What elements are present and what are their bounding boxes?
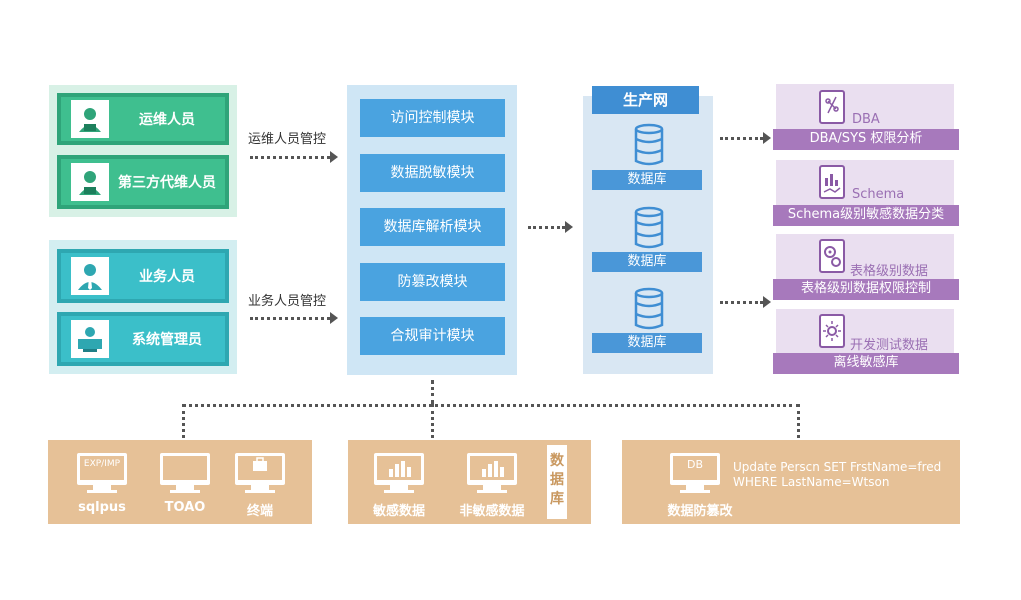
monitor-screen-text: EXP/IMP <box>83 459 121 469</box>
table-level-bar: 表格级别数据权限控制 <box>773 279 959 300</box>
module-access-control: 访问控制模块 <box>360 99 505 137</box>
module-tamper-proof: 防篡改模块 <box>360 263 505 301</box>
businessman-icon <box>71 257 109 295</box>
terminal-monitor-icon <box>233 451 287 499</box>
database-label: 数据库 <box>592 170 702 190</box>
database-icon <box>633 206 665 254</box>
database-tag-label: 数据库 <box>550 453 564 507</box>
non-sensitive-data-monitor-icon <box>465 451 519 499</box>
non-sensitive-data-label: 非敏感数据 <box>459 504 525 519</box>
prod-to-dba-line <box>720 137 763 140</box>
module-db-parsing: 数据库解析模块 <box>360 208 505 246</box>
database-label: 数据库 <box>592 333 702 353</box>
tablet-sun-icon <box>818 313 846 353</box>
schema-bar: Schema级别敏感数据分类 <box>773 205 959 226</box>
ops-arrow-line <box>250 156 330 159</box>
prod-to-offline-line <box>720 301 763 304</box>
modules-to-prod-line <box>528 226 565 229</box>
tablet-icon <box>818 89 846 129</box>
client-label: sqlpus <box>78 500 126 515</box>
third-party-ops-card: 第三方代维人员 <box>57 155 229 209</box>
table-level-card <box>776 234 954 280</box>
business-staff-label: 业务人员 <box>139 269 195 285</box>
dba-sub-label: DBA <box>852 112 880 127</box>
sys-admin-label: 系统管理员 <box>132 332 202 348</box>
business-staff-card: 业务人员 <box>57 249 229 303</box>
module-compliance-audit: 合规审计模块 <box>360 317 505 355</box>
dev-test-sub-label: 开发测试数据 <box>850 338 929 353</box>
client-label: 终端 <box>246 504 273 519</box>
module-data-masking: 数据脱敏模块 <box>360 154 505 192</box>
db-monitor-icon <box>668 451 722 499</box>
monitor-icon <box>75 451 129 499</box>
client-label: TOAO <box>164 500 206 515</box>
dba-card <box>776 84 954 130</box>
production-title: 生产网 <box>592 86 699 114</box>
bottom-connector-horizontal <box>182 404 800 407</box>
business-control-label: 业务人员管控 <box>248 294 327 309</box>
sensitive-data-label: 敏感数据 <box>372 504 425 519</box>
ops-staff-card: 运维人员 <box>57 93 229 145</box>
sql-line-1: Update Perscn SET FrstName=fred <box>733 460 942 474</box>
ops-arrow-head <box>330 151 338 163</box>
bottom-connector-right <box>797 404 800 438</box>
business-arrow-head <box>330 312 338 324</box>
ops-control-label: 运维人员管控 <box>248 132 327 147</box>
schema-card <box>776 160 954 206</box>
offline-sensitive-bar: 离线敏感库 <box>773 353 959 374</box>
business-arrow-line <box>250 317 330 320</box>
dba-bar: DBA/SYS 权限分析 <box>773 129 959 150</box>
bottom-connector-vertical <box>431 380 434 404</box>
sql-line-2: WHERE LastName=Wtson <box>733 475 890 489</box>
sensitive-data-monitor-icon <box>372 451 426 499</box>
database-icon <box>633 123 665 171</box>
prod-to-offline-head <box>763 296 771 308</box>
database-tag <box>547 445 567 519</box>
db-screen-text: DB <box>686 458 704 471</box>
sys-admin-card: 系统管理员 <box>57 312 229 366</box>
database-icon <box>633 287 665 335</box>
admin-icon <box>71 320 109 358</box>
table-level-sub-label: 表格级别数据 <box>850 264 929 279</box>
prod-to-dba-head <box>763 132 771 144</box>
database-label: 数据库 <box>592 252 702 272</box>
tablet-gear-icon <box>818 238 846 278</box>
bottom-connector-left <box>182 404 185 438</box>
monitor-icon <box>158 451 212 499</box>
user-icon <box>71 163 109 201</box>
schema-sub-label: Schema <box>852 187 905 202</box>
dev-test-card <box>776 309 954 355</box>
user-icon <box>71 100 109 138</box>
bottom-connector-mid <box>431 404 434 438</box>
modules-to-prod-head <box>565 221 573 233</box>
ops-staff-label: 运维人员 <box>139 112 195 128</box>
third-party-ops-label: 第三方代维人员 <box>118 175 216 191</box>
tablet-chart-icon <box>818 164 846 204</box>
anti-tamper-label: 数据防篡改 <box>667 504 733 519</box>
